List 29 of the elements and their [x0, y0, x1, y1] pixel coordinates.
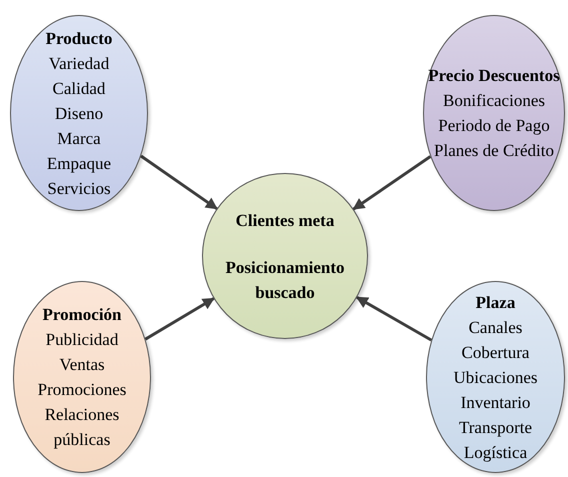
item-text: Ubicaciones	[453, 366, 538, 388]
item-text: Publicidad	[46, 329, 118, 351]
item-text: Variedad	[48, 52, 110, 74]
item-text: Inventario	[460, 392, 530, 414]
arrow	[140, 154, 218, 210]
item-text: Servicios	[47, 178, 111, 200]
heading-text: Posicionamiento buscado	[224, 256, 346, 304]
item-text: Transporte	[458, 416, 532, 439]
heading-text: Producto	[46, 28, 112, 50]
heading-text: Promoción	[42, 304, 122, 326]
item-text: Periodo de Pago	[438, 115, 550, 137]
item-text: Promociones	[38, 379, 126, 401]
heading-text: Precio Descuentos	[428, 65, 560, 87]
heading-text: Plaza	[476, 292, 516, 314]
arrow	[356, 296, 432, 342]
item-text: Canales	[468, 316, 522, 338]
item-text: Bonificaciones	[443, 90, 545, 112]
item-text: Marca	[57, 128, 101, 150]
item-text: Ventas	[59, 354, 105, 376]
arrow	[352, 155, 432, 210]
item-text: Logística	[464, 442, 528, 464]
item-text: Diseno	[54, 102, 104, 124]
item-text: Cobertura	[462, 342, 530, 364]
item-text: Relaciones públicas	[44, 404, 120, 451]
arrow	[144, 297, 215, 340]
item-text: Calidad	[52, 78, 106, 100]
heading-text: Clientes meta	[236, 210, 334, 232]
item-text: Planes de Crédito	[434, 140, 554, 162]
item-text: Empaque	[46, 152, 112, 175]
